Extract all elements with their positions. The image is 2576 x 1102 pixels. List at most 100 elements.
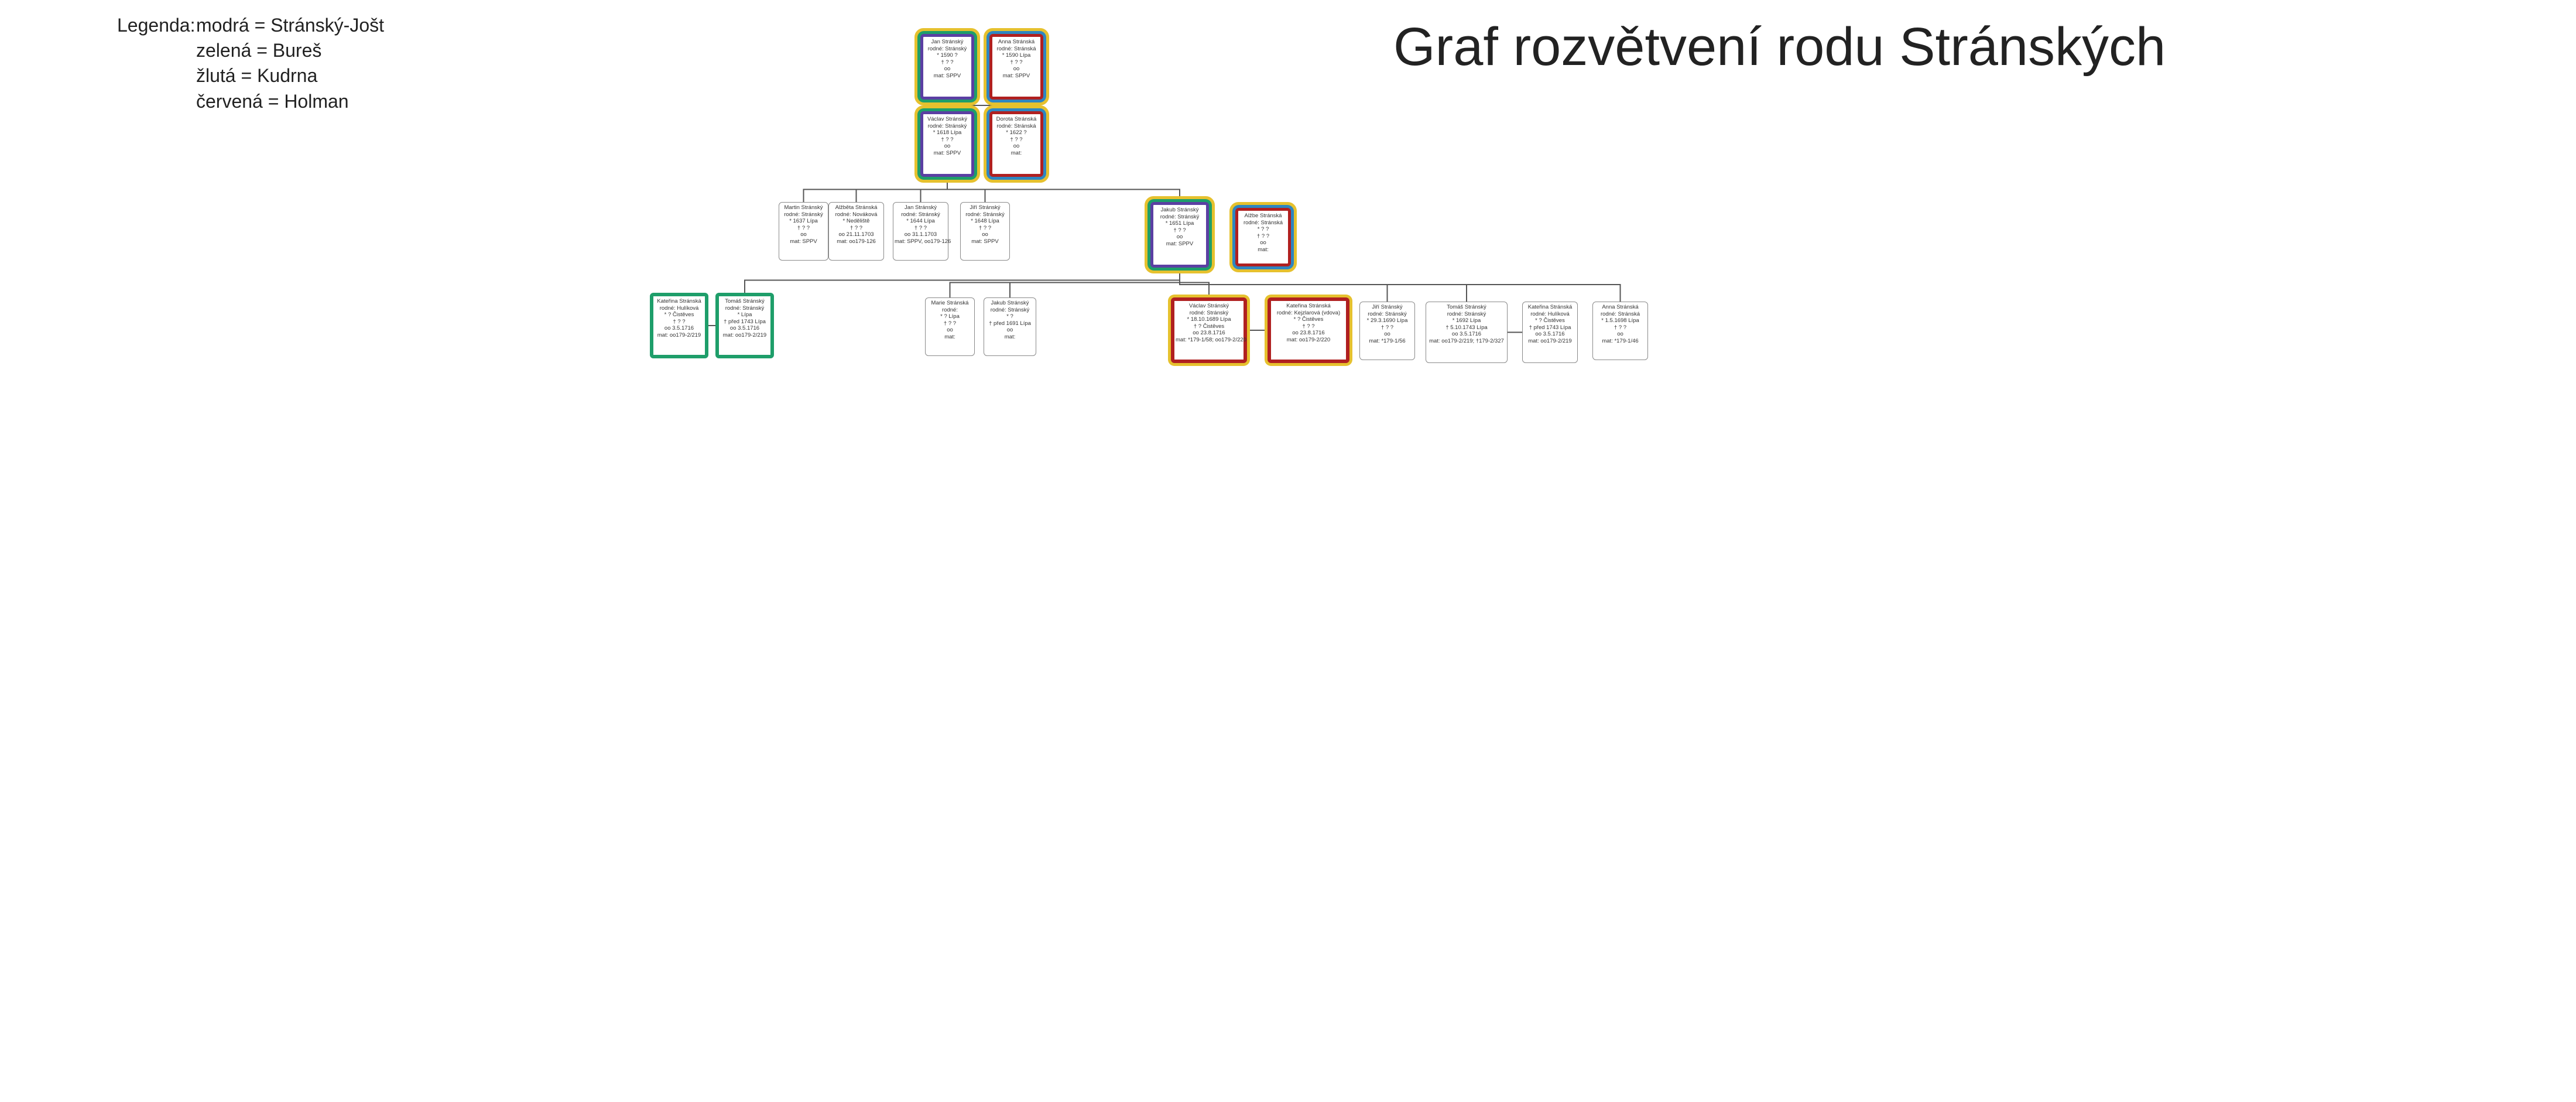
person-detail: mat: SPPV [933, 149, 961, 156]
person-detail: rodné: Stránský [990, 306, 1030, 313]
person-name: Kateřina Stránská [1286, 303, 1331, 309]
tree-connector [1179, 268, 1621, 302]
person-detail: * Lípa [737, 312, 752, 319]
person-name: Marie Stránská [931, 300, 969, 306]
person-detail: † před 1743 Lípa [724, 318, 766, 325]
person-name: Jiří Stránský [1372, 304, 1403, 310]
person-detail: oo [944, 143, 951, 150]
person-name: Václav Stránský [1188, 303, 1229, 309]
person-detail: * 1590 ? [937, 52, 958, 59]
person-detail: rodné: Stránský [725, 304, 765, 312]
person-detail: * ? ? [1257, 226, 1269, 233]
person-detail: † ? ? [1173, 227, 1186, 234]
person-name: Jakub Stránský [1160, 207, 1199, 213]
person-detail: mat: oo179-2/220 [1286, 336, 1331, 343]
person-detail: * Neděliště [842, 218, 870, 225]
person-detail: rodné: Stránský [1160, 213, 1200, 220]
person-detail: † ? ? [1256, 232, 1270, 239]
person-detail: † ? ? [849, 224, 863, 231]
person-detail: * ? Čistěves [664, 312, 694, 319]
person-detail: † ? ? [943, 320, 957, 327]
person-detail: rodné: Stránský [1189, 309, 1229, 316]
person-detail: * 1648 Lípa [971, 218, 999, 225]
person-detail: oo [1384, 331, 1390, 338]
person-detail: mat: [1004, 333, 1016, 340]
person-name: Jakub Stránský [991, 300, 1029, 306]
person-detail: mat: SPPV [790, 238, 817, 245]
page-title: Graf rozvětvení rodu Stránských [1393, 17, 2166, 77]
person-name: Václav Stránský [927, 116, 968, 122]
person-name: Kateřina Stránská [657, 298, 701, 304]
person-detail: oo 3.5.1716 [1535, 331, 1565, 338]
person-detail: mat: oo179-2/219 [657, 331, 701, 338]
person-name: Jiří Stránský [970, 204, 1001, 211]
person-detail: * ? Lípa [940, 313, 960, 320]
person-detail: * 29.3.1690 Lípa [1366, 317, 1408, 324]
person-detail: * 1622 ? [1006, 129, 1027, 136]
person-detail: † ? ? [797, 224, 810, 231]
person-detail: oo 23.8.1716 [1292, 330, 1325, 337]
person-detail: rodné: Hulíková [659, 304, 699, 312]
person-detail: oo 3.5.1716 [664, 325, 694, 332]
person-detail: oo 21.11.1703 [838, 231, 874, 238]
person-detail: mat: [944, 333, 955, 340]
person-detail: oo 3.5.1716 [1451, 331, 1482, 338]
person-detail: oo [1176, 234, 1183, 241]
legend-yellow: žlutá = Kudrna [196, 65, 318, 87]
person-detail: mat: SPPV [1166, 240, 1194, 247]
legend-blue: modrá = Stránský-Jošt [196, 15, 384, 36]
person-detail: rodné: [942, 306, 958, 313]
person-detail: mat: *179-1/46 [1602, 337, 1639, 344]
person-detail: † ? ? [1381, 324, 1394, 331]
person-detail: mat: *179-1/56 [1369, 337, 1406, 344]
person-detail: * 1651 Lípa [1165, 220, 1194, 227]
person-detail: † ? ? [1614, 324, 1627, 331]
person-detail: oo [1013, 143, 1020, 150]
legend-green: zelená = Bureš [196, 40, 322, 61]
person-name: Alžbe Stránská [1244, 213, 1282, 219]
person-detail: * 18.10.1689 Lípa [1187, 316, 1231, 323]
person-detail: * 1618 Lípa [933, 129, 962, 136]
person-name: Jan Stránský [931, 39, 964, 45]
person-detail: rodné: Stránský [1447, 310, 1486, 317]
person-detail: oo [982, 231, 988, 238]
person-detail: oo [800, 231, 807, 238]
person-detail: rodné: Stránský [784, 211, 823, 218]
person-detail: mat: SPPV, oo179-126 [895, 238, 951, 245]
person-detail: † ? ? [978, 224, 992, 231]
person-detail: † před 1743 Lípa [1529, 324, 1571, 331]
person-detail: oo [1260, 239, 1266, 247]
person-name: Anna Stránská [998, 39, 1035, 45]
person-detail: † ? ? [673, 318, 686, 325]
person-detail: rodné: Stránský [965, 211, 1005, 218]
person-detail: mat: [1010, 149, 1022, 156]
person-name: Anna Stránská [1602, 304, 1639, 310]
person-detail: oo [947, 327, 953, 334]
person-detail: * 1692 Lípa [1452, 317, 1481, 324]
person-name: Tomáš Stránský [1447, 304, 1486, 310]
person-detail: † 5.10.1743 Lípa [1445, 324, 1488, 331]
person-detail: oo [1013, 66, 1020, 73]
person-detail: * 1637 Lípa [789, 218, 818, 225]
person-name: Jan Stránský [905, 204, 937, 211]
person-detail: rodné: Stránská [1600, 310, 1640, 317]
person-detail: * ? [1006, 313, 1013, 320]
person-detail: rodné: Stránská [1243, 219, 1283, 226]
person-detail: mat: SPPV [933, 72, 961, 79]
person-detail: * 1590 Lípa [1002, 52, 1031, 59]
person-detail: mat: [1258, 246, 1269, 253]
person-name: Dorota Stránská [996, 116, 1037, 122]
